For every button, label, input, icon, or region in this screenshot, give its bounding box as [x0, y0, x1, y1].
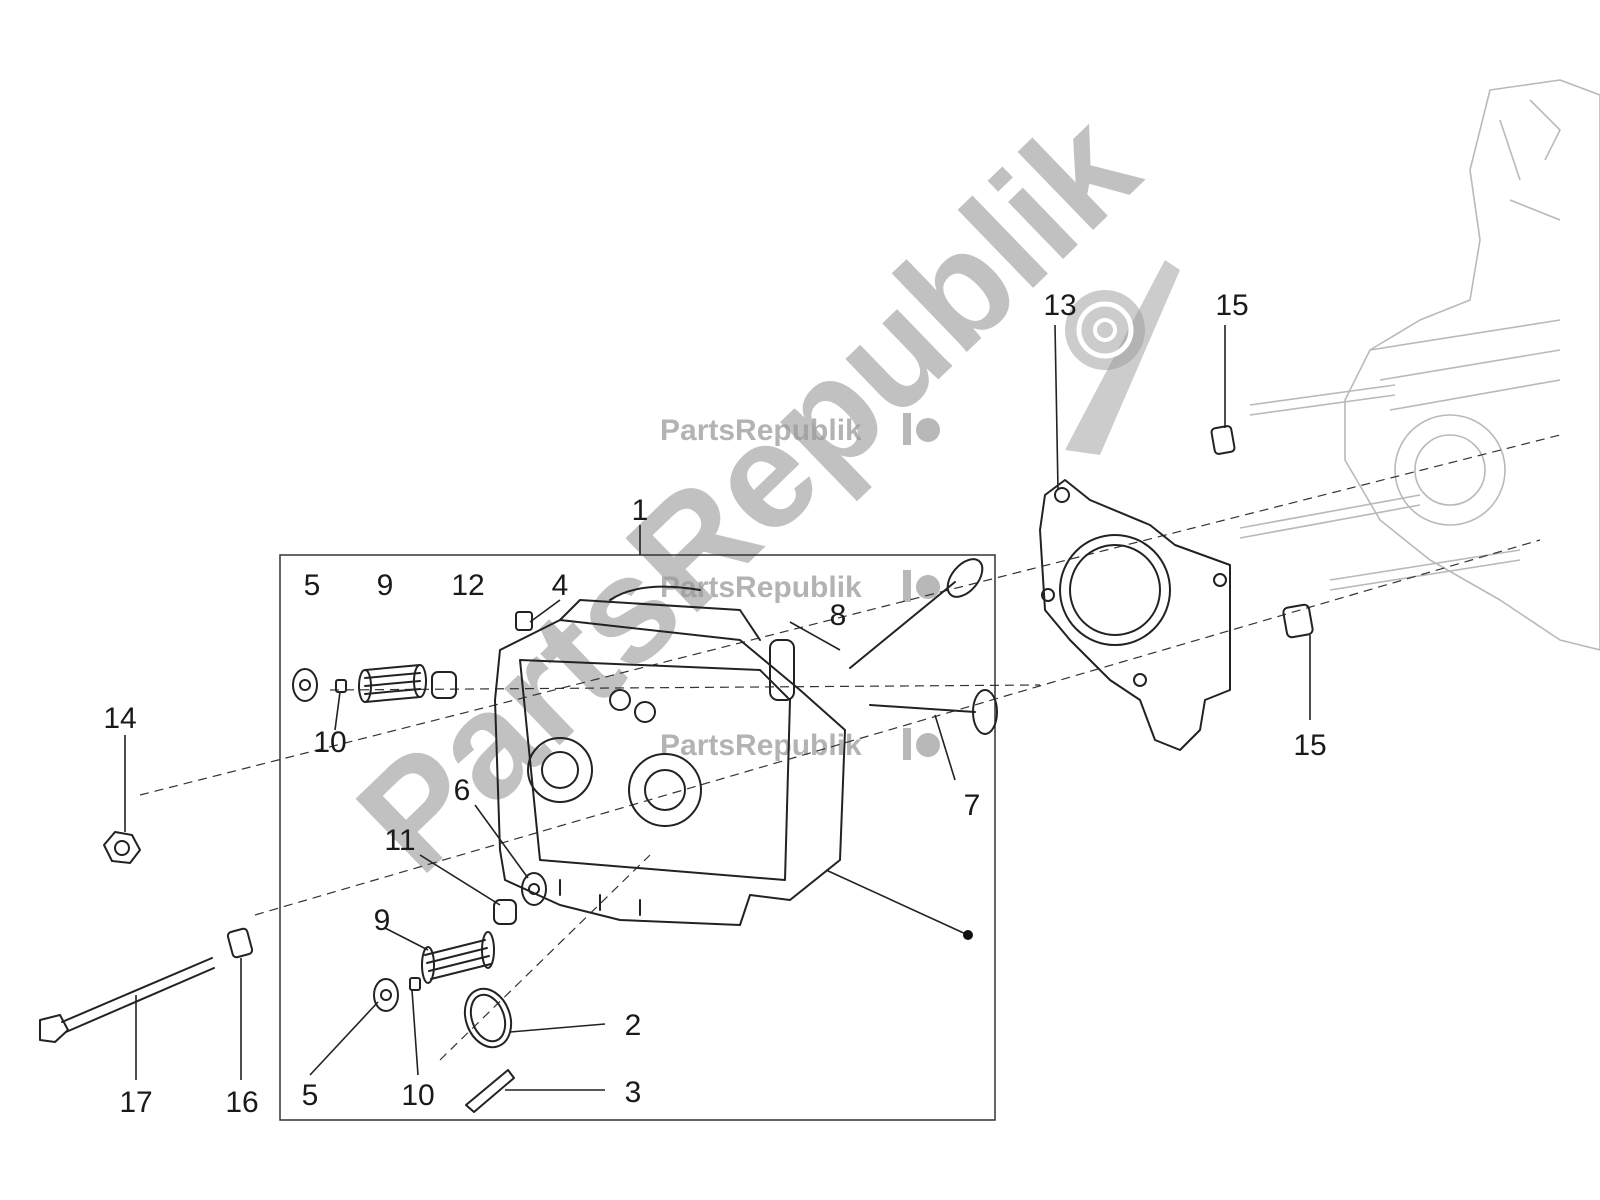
cylinder-head: [494, 585, 846, 926]
watermark-large-text: PartsRepublik: [326, 81, 1169, 903]
valve-spring-upper: [358, 664, 427, 703]
callout-2: 2: [625, 1009, 642, 1042]
valve-7: [869, 689, 998, 735]
callout-5-lower: 5: [302, 1079, 319, 1112]
valve-keeper-upper: [335, 679, 347, 693]
washer-6: [521, 872, 547, 906]
callout-5-upper: 5: [304, 569, 321, 602]
leader-lines: [124, 324, 1311, 1091]
valve-spring-lower: [421, 931, 495, 984]
callout-13: 13: [1043, 289, 1076, 322]
cylinder-head-group-frame: [279, 554, 996, 1121]
watermark-large: PartsRepublik: [326, 81, 1169, 903]
valve-retainer-upper: [292, 668, 318, 702]
callout-1: 1: [632, 494, 649, 527]
reference-dot: [963, 930, 973, 940]
gear-icon: [916, 418, 940, 442]
dowel-16: [226, 927, 254, 959]
callout-16: 16: [225, 1086, 258, 1119]
engine-block-ghost: [1239, 79, 1600, 651]
callout-15-bottom: 15: [1293, 729, 1326, 762]
nut-14: [103, 831, 141, 864]
dowel-pin-15-top: [1210, 425, 1236, 455]
callout-9-upper: 9: [377, 569, 394, 602]
callout-15-top: 15: [1215, 289, 1248, 322]
callout-12: 12: [451, 569, 484, 602]
gear-icon: [916, 575, 940, 599]
callout-10-lower: 10: [401, 1079, 434, 1112]
callout-4: 4: [552, 569, 569, 602]
callout-6: 6: [454, 774, 471, 807]
watermark-small-3: PartsRepublik: [660, 728, 940, 762]
head-gasket: [1039, 479, 1231, 751]
watermark-small-3-text: PartsRepublik: [660, 729, 862, 762]
watermark-small-2-text: PartsRepublik: [660, 571, 862, 604]
valve-seal-lower: [493, 899, 517, 925]
callout-11: 11: [384, 824, 415, 857]
bolt-17: [39, 957, 215, 1043]
callout-7: 7: [964, 789, 981, 822]
watermark-small-1: PartsRepublik: [660, 413, 940, 447]
valve-retainer-lower: [373, 978, 399, 1012]
stud-3: [465, 1069, 515, 1113]
valve-seal-upper: [431, 671, 457, 699]
callout-14: 14: [103, 702, 136, 735]
callout-10-upper: 10: [313, 726, 346, 759]
o-ring-2: [463, 987, 513, 1049]
callout-3: 3: [625, 1076, 642, 1109]
watermark-small-1-text: PartsRepublik: [660, 414, 862, 447]
callout-9-lower: 9: [374, 904, 391, 937]
dowel-pin-15-bottom: [1282, 603, 1314, 639]
gear-icon: [916, 733, 940, 757]
callout-labels: 1 2 3 4 5 5 6 7 8 9 9 10 10 11 12 13 14 …: [103, 289, 1326, 1119]
valve-keeper-lower: [409, 977, 421, 991]
watermark-small-2: PartsRepublik: [660, 570, 940, 604]
valve-8: [849, 558, 984, 669]
callout-17: 17: [119, 1086, 152, 1119]
watermark-gear-logo: [1065, 260, 1180, 455]
callout-8: 8: [830, 599, 847, 632]
